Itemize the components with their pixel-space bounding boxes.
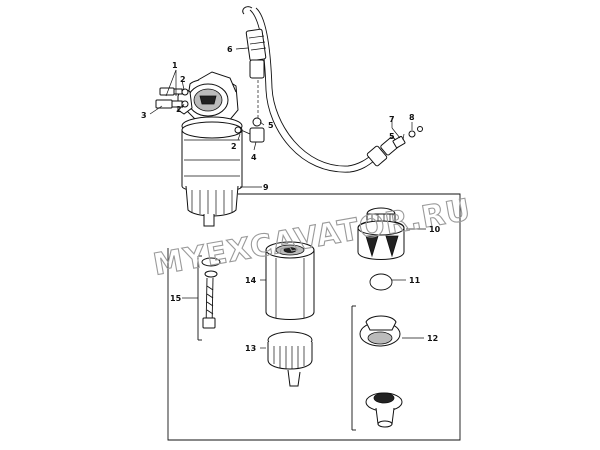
callout-5-right: 5 [389, 132, 395, 141]
callout-12: 12 [427, 334, 438, 343]
callout-8: 8 [409, 113, 415, 122]
fuel-filter-assembly [177, 71, 243, 227]
callout-3: 3 [141, 111, 147, 120]
bleed-fitting [234, 117, 265, 143]
filter-bowl [267, 331, 313, 387]
kit-bracket [167, 193, 461, 441]
callout-14: 14 [245, 276, 257, 285]
callout-10: 10 [429, 225, 441, 234]
callout-7: 7 [389, 115, 395, 124]
callout-5-left: 5 [268, 121, 274, 130]
callout-15: 15 [170, 294, 182, 303]
callout-2-upper: 2 [180, 75, 186, 84]
callout-13: 13 [245, 344, 256, 353]
o-ring [369, 273, 393, 291]
callout-4: 4 [251, 153, 257, 162]
callout-labels: 1 2 2 3 2 4 5 6 7 5 8 9 10 11 12 13 14 1… [141, 45, 441, 353]
fuel-hose [242, 6, 400, 173]
hose-connector [392, 126, 423, 149]
callout-6: 6 [227, 45, 233, 54]
drain-kit [351, 305, 403, 431]
callout-1: 1 [172, 61, 178, 70]
mounting-bolts [155, 87, 189, 109]
filter-cartridge [265, 241, 315, 320]
callout-9: 9 [263, 183, 269, 192]
callout-11: 11 [409, 276, 421, 285]
callout-2-lower: 2 [176, 105, 182, 114]
filter-cap [357, 207, 405, 260]
callout-2-right: 2 [231, 142, 237, 151]
callout-leaders [149, 47, 426, 349]
